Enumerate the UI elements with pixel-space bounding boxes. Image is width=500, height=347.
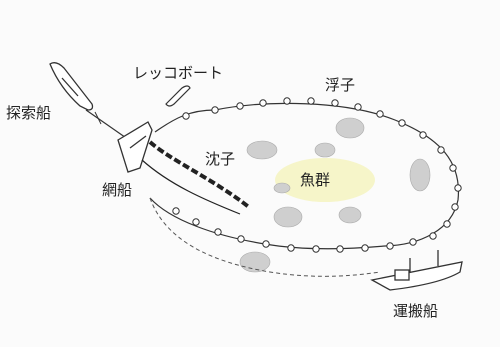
sinker-label: 沈子 bbox=[205, 150, 236, 168]
search-boat bbox=[49, 62, 94, 111]
lecco-boat bbox=[165, 85, 191, 107]
fish-school-label: 魚群 bbox=[300, 171, 331, 189]
carrier-boat bbox=[370, 250, 463, 291]
float-label: 浮子 bbox=[325, 76, 356, 94]
sinker-line bbox=[148, 140, 252, 210]
sinker-line-2 bbox=[141, 159, 241, 215]
search-boat-label: 探索船 bbox=[6, 104, 52, 122]
carrier-boat-label: 運搬船 bbox=[393, 302, 439, 320]
net-boat-label: 網船 bbox=[102, 181, 133, 199]
float-beads bbox=[172, 97, 462, 253]
fish-clusters bbox=[239, 117, 431, 273]
fish-school-glow bbox=[275, 158, 375, 202]
underwater-net bbox=[149, 197, 381, 277]
net-boat bbox=[117, 121, 153, 173]
lecco-boat-label: レッコボート bbox=[133, 64, 224, 82]
